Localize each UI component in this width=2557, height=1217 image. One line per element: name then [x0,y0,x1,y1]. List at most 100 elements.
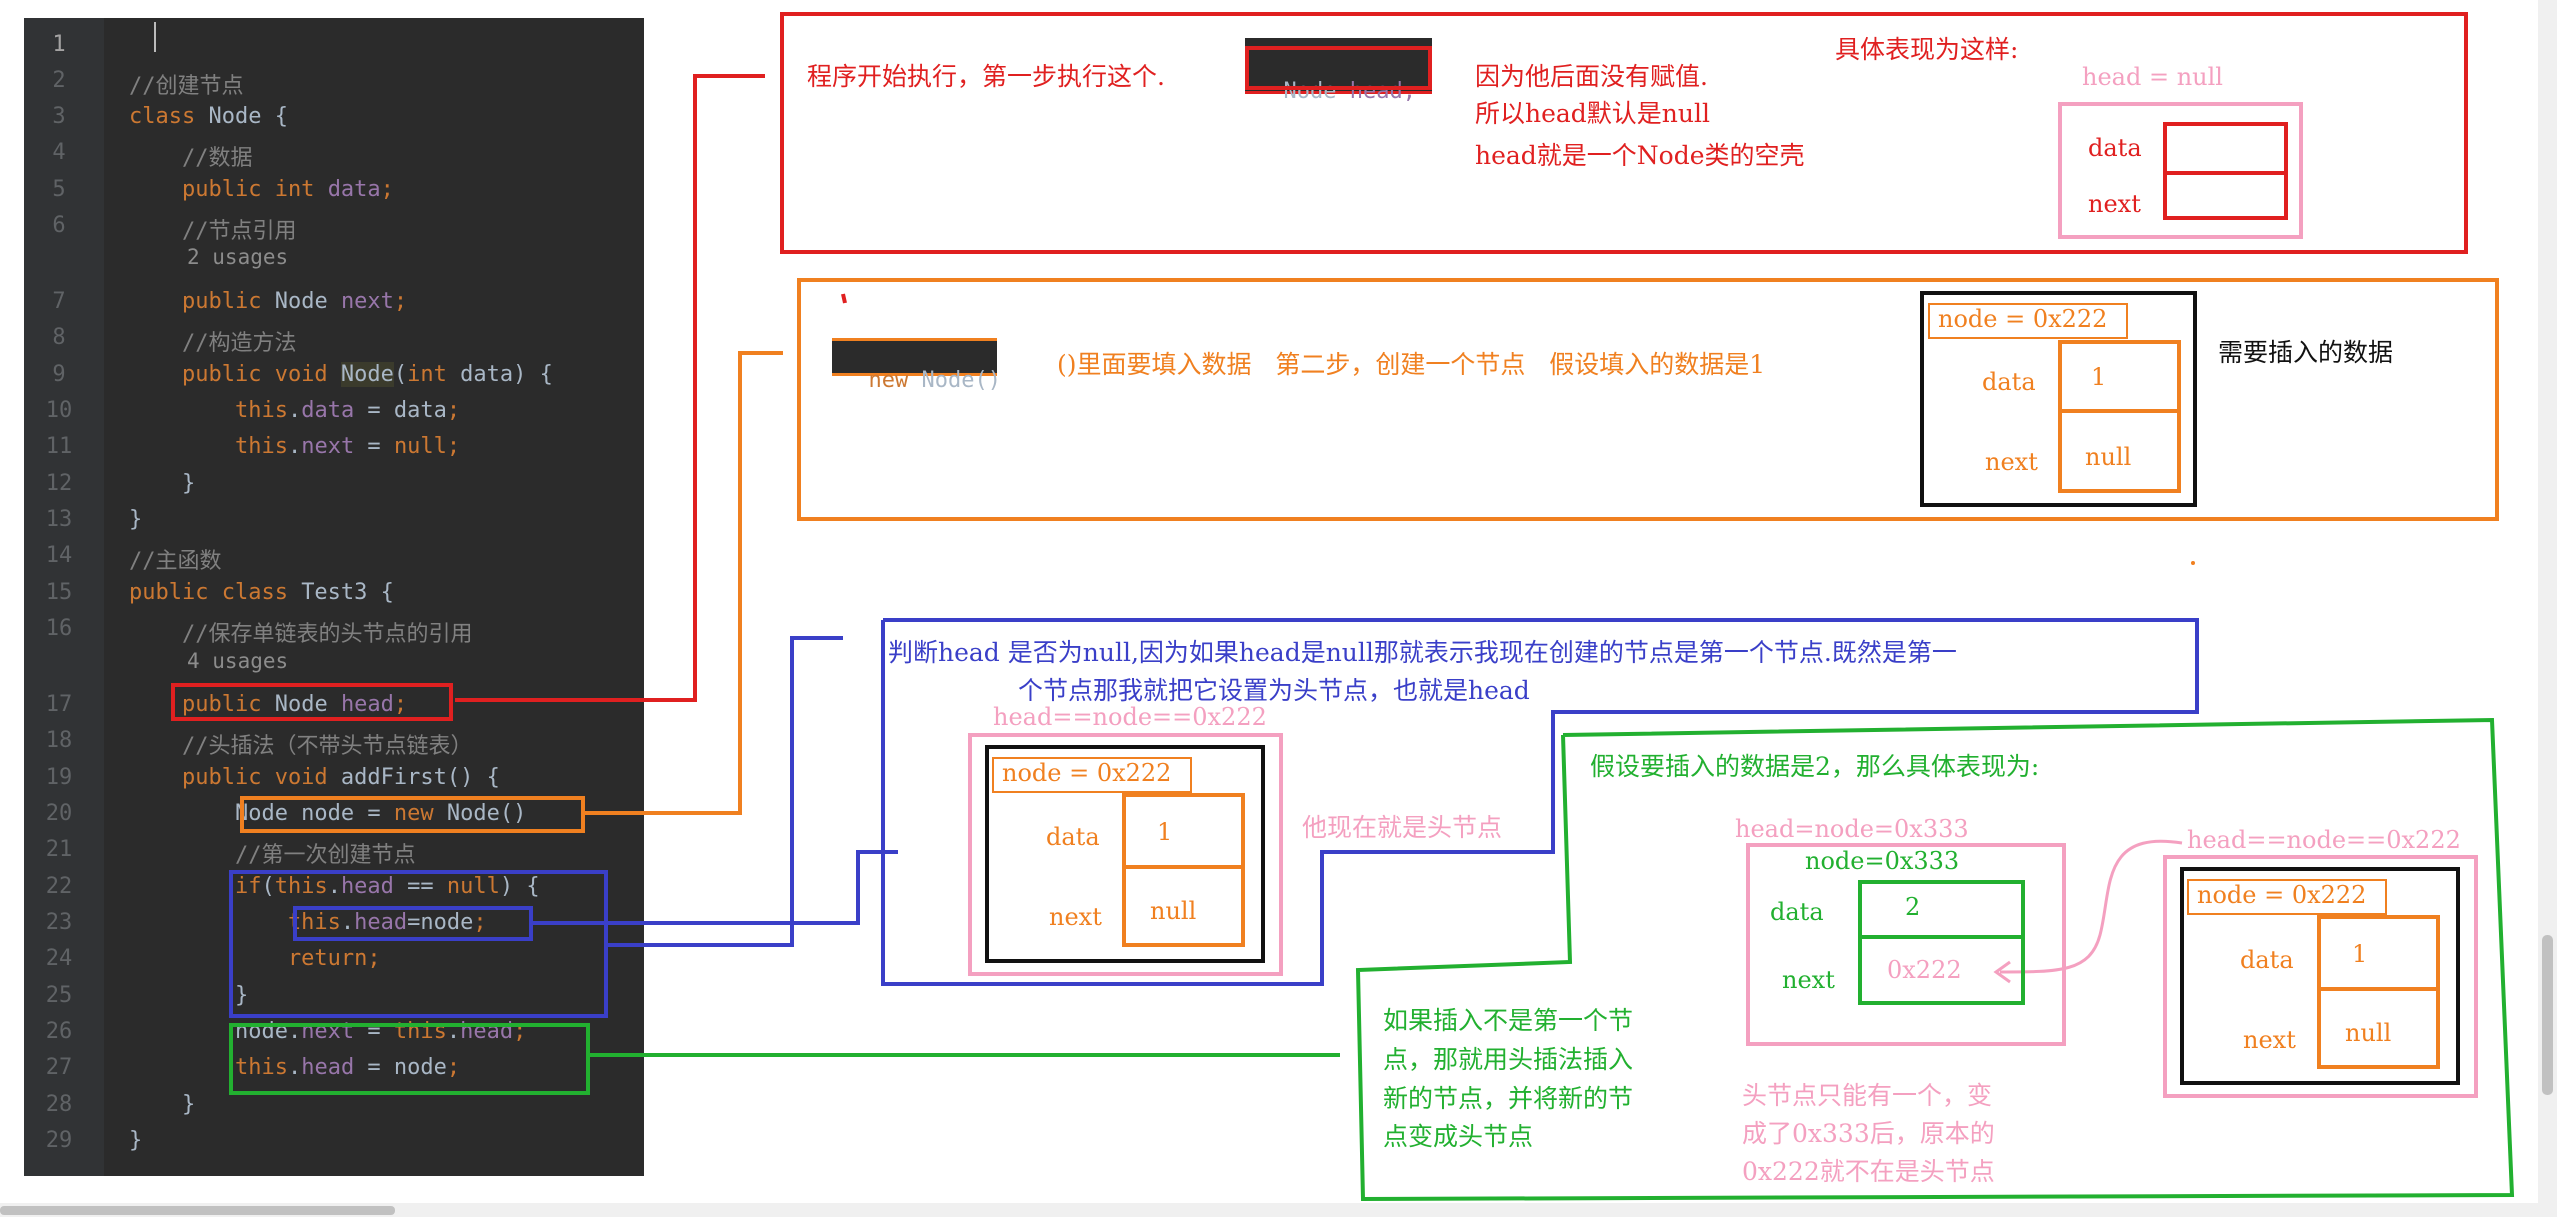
step4-new-head-label: head=node=0x333 [1735,815,1969,843]
code-token: ; [393,692,408,717]
code-line[interactable]: //构造方法 [129,325,297,357]
code-line[interactable]: } [129,507,142,532]
line-number: 22 [45,874,73,899]
code-token: ; [446,434,461,459]
code-line[interactable]: if(this.head == null) { [129,874,540,899]
code-line[interactable]: //创建节点 [129,68,244,100]
vertical-scroll-thumb[interactable] [2542,935,2553,1095]
code-token: public [129,692,275,717]
horizontal-scrollbar[interactable] [0,1203,2538,1217]
step1-node-box [2058,102,2303,239]
code-line[interactable]: return; [129,946,381,971]
horizontal-scroll-thumb[interactable] [0,1206,395,1215]
blue-connector-b [608,636,843,947]
code-line[interactable]: //第一次创建节点 [129,837,416,869]
step2-data-cell [2058,340,2181,413]
line-number: 9 [52,362,66,387]
step1-code-box [1245,46,1432,90]
code-token: . [340,910,355,935]
line-number: 12 [45,471,73,496]
code-line[interactable]: this.data = data; [129,398,460,423]
code-token: data [301,398,355,423]
code-token: Node() [446,801,527,826]
code-line[interactable]: public class Test3 { [129,580,394,605]
step4-old-node-label-box [2187,879,2387,915]
code-token: int [407,362,461,387]
code-line[interactable]: public Node next; [129,289,407,314]
step4-note-1: 头节点只能有一个，变 [1742,1081,1993,1110]
code-line[interactable]: //数据 [129,140,253,172]
step3-data-label: data [1046,823,1100,851]
step3-outer-box [968,733,1283,976]
step4-old-data-value: 1 [2352,940,2368,968]
code-token: public void [129,362,341,387]
code-token: Node [274,289,341,314]
code-token: } [129,1092,196,1117]
code-token: ( [261,874,275,899]
line-number: 7 [52,289,66,314]
usage-hint-next[interactable]: 2 usages [187,245,289,269]
step1-frame [780,12,2468,254]
green-step4-frame [1355,717,2515,1202]
code-line[interactable]: } [129,1128,142,1153]
code-line[interactable]: } [129,1092,195,1117]
usage-hint-head[interactable]: 4 usages [187,649,289,673]
code-line[interactable]: this.head = node; [129,1055,460,1080]
code-line[interactable]: } [129,983,248,1008]
step1-next-label: next [2088,190,2141,218]
step1-code-field: head; [1349,79,1416,104]
step1-data-cell [2163,122,2288,175]
code-token: Node [340,362,394,387]
code-token: . [287,434,302,459]
step4-explain-3: 新的节点，并将新的节 [1383,1084,1634,1113]
code-line[interactable]: this.head=node; [129,910,487,935]
step4-old-node-box [2180,867,2460,1085]
step4-new-data-cell [1858,880,2025,939]
code-token: } [129,471,196,496]
line-number: 21 [45,837,73,862]
code-line[interactable]: //节点引用 [129,213,297,245]
code-token: ; [446,398,461,423]
blue-step3-frame [881,618,2199,986]
code-token: if [129,874,262,899]
step3-node-label-box [992,757,1192,793]
code-token: next [340,289,394,314]
step4-old-data-cell [2317,915,2440,991]
code-token: head [340,692,394,717]
code-token: head [354,910,408,935]
step2-next-cell [2058,409,2181,493]
code-line[interactable]: class Node { [129,104,288,129]
code-line[interactable]: public int data; [129,177,394,202]
step3-text-line2: 个节点那我就把它设置为头节点，也就是head [1018,676,1530,705]
step3-side-note: 他现在就是头节点 [1302,813,1503,842]
code-token: } [129,507,143,532]
code-line[interactable]: public void Node(int data) { [129,362,553,387]
code-token: Node { [208,104,288,129]
line-number: 5 [52,177,66,202]
line-number: 18 [45,728,73,753]
step2-next-value: null [2085,443,2132,471]
line-number: 4 [52,140,66,165]
line-number: 29 [45,1128,73,1153]
line-number: 17 [45,692,73,717]
step2-side-note: 需要插入的数据 [2218,338,2394,367]
step4-old-next-value: null [2345,1019,2392,1047]
step4-new-node-label: node=0x333 [1805,847,1960,875]
code-line[interactable]: //头插法（不带头节点链表） [129,728,473,760]
step4-old-data-label: data [2240,946,2294,974]
vertical-scrollbar[interactable] [2538,0,2557,1217]
code-line[interactable]: //主函数 [129,543,222,575]
code-line[interactable]: //保存单链表的头节点的引用 [129,616,473,648]
code-line[interactable]: public Node head; [129,692,407,717]
code-line[interactable]: this.next = null; [129,434,460,459]
red-tick-mark [841,293,847,304]
code-token: //第一次创建节点 [129,843,416,868]
code-line[interactable]: public void addFirst() { [129,765,500,790]
code-line[interactable]: } [129,471,195,496]
line-number: 13 [45,507,73,532]
highlight-box-insert-head [229,1023,590,1095]
code-token: ; [393,289,408,314]
step4-explain-4: 点变成头节点 [1383,1122,1534,1151]
